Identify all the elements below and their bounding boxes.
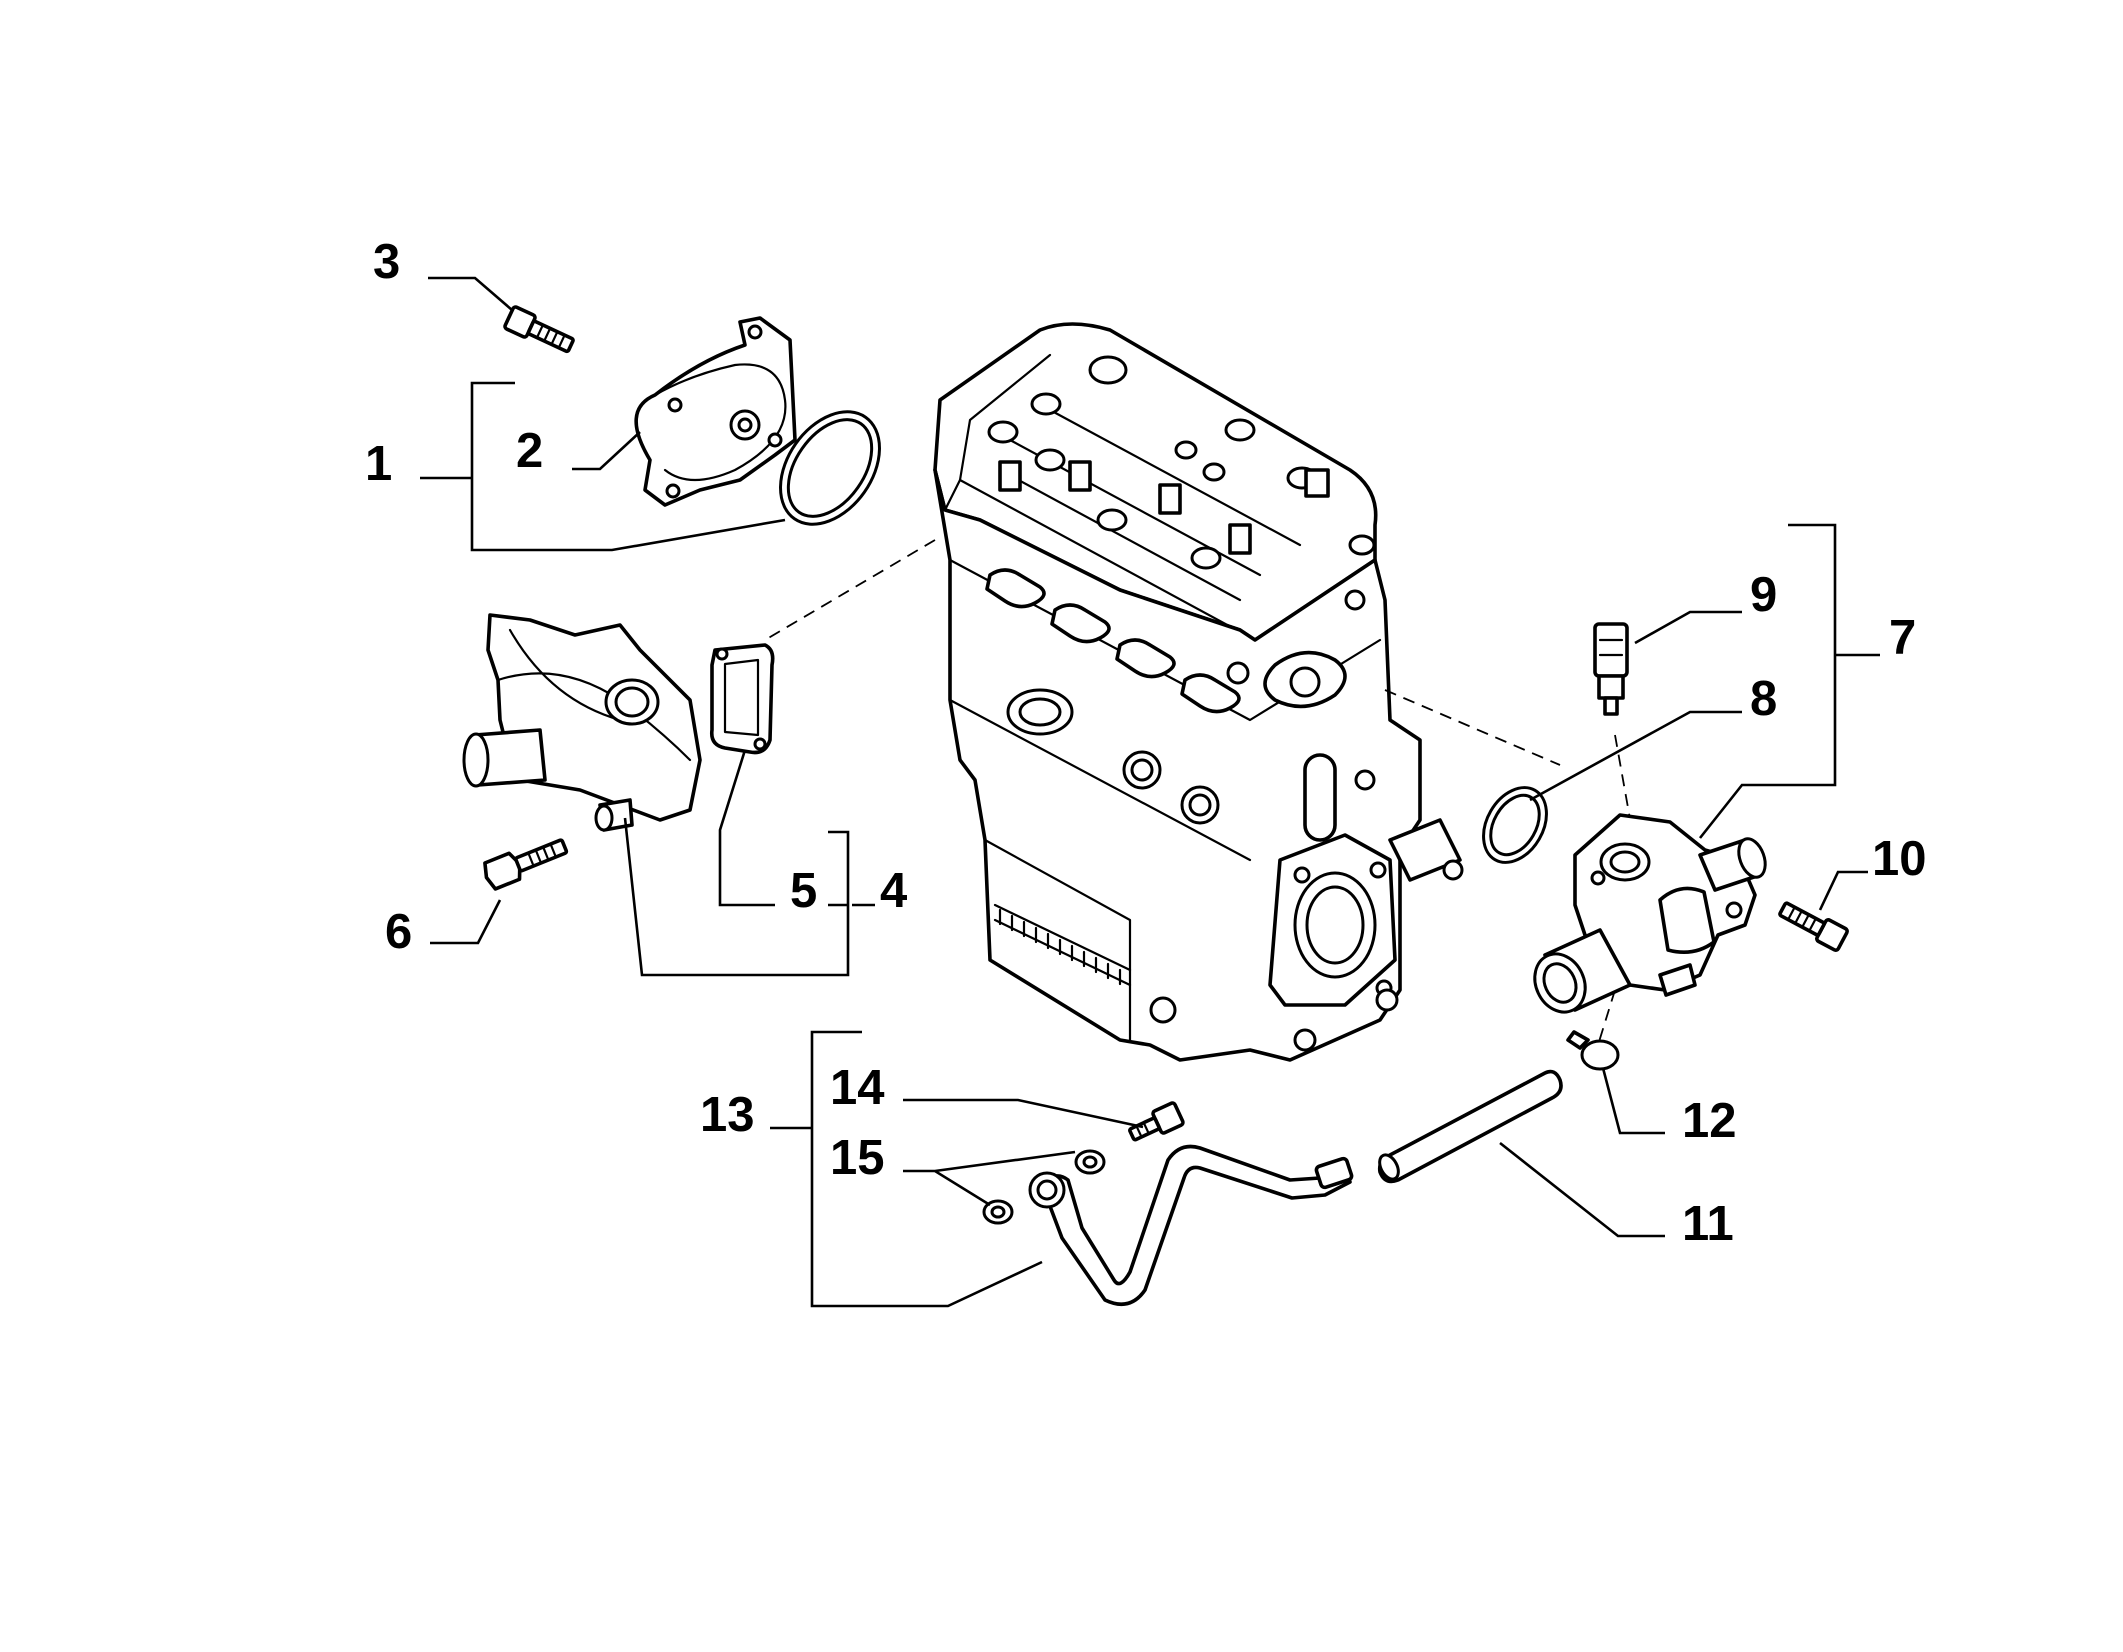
callout-14: 14 <box>830 1061 885 1115</box>
coolant-pipe-icon <box>1028 1144 1354 1307</box>
callout-15: 15 <box>830 1131 885 1185</box>
callout-11: 11 <box>1682 1197 1734 1251</box>
bolt-icon <box>1778 901 1849 952</box>
o-ring-icon <box>779 410 881 526</box>
callout-8: 8 <box>1750 672 1777 726</box>
hose-clamp-icon <box>1566 1030 1620 1071</box>
water-pump-icon <box>634 316 797 507</box>
callout-labels: 1 2 3 4 5 6 7 8 9 10 11 12 13 14 15 <box>365 235 1927 1251</box>
intake-ports <box>985 568 1376 825</box>
callout-5: 5 <box>790 864 817 918</box>
callout-10: 10 <box>1872 832 1927 886</box>
callout-12: 12 <box>1682 1094 1737 1148</box>
callout-3: 3 <box>373 235 400 289</box>
callout-2: 2 <box>516 424 543 478</box>
callout-13: 13 <box>700 1088 755 1142</box>
camshaft-caps <box>987 355 1376 570</box>
bolt-icon <box>483 838 569 891</box>
bolt-icon <box>503 305 575 354</box>
temperature-sensor-icon <box>1593 622 1629 716</box>
washer-icon <box>982 1149 1106 1225</box>
hose-icon <box>1377 1069 1563 1184</box>
thermostat-housing-icon <box>1533 813 1767 1014</box>
engine-block-icon <box>933 322 1464 1062</box>
gasket-icon <box>709 643 775 755</box>
callout-1: 1 <box>365 437 392 491</box>
crank-seal-flange <box>1268 833 1397 1007</box>
leader-lines <box>420 276 1880 1308</box>
callout-9: 9 <box>1750 568 1777 622</box>
oil-pan-fins <box>993 903 1399 1052</box>
assembly-guide-lines <box>764 539 1633 1046</box>
coolant-outlet-housing-icon <box>462 613 702 832</box>
callout-7: 7 <box>1889 611 1916 665</box>
callout-4: 4 <box>880 864 907 918</box>
callout-6: 6 <box>385 905 412 959</box>
bolt-icon <box>1128 1101 1185 1142</box>
o-ring-icon <box>1482 786 1548 864</box>
